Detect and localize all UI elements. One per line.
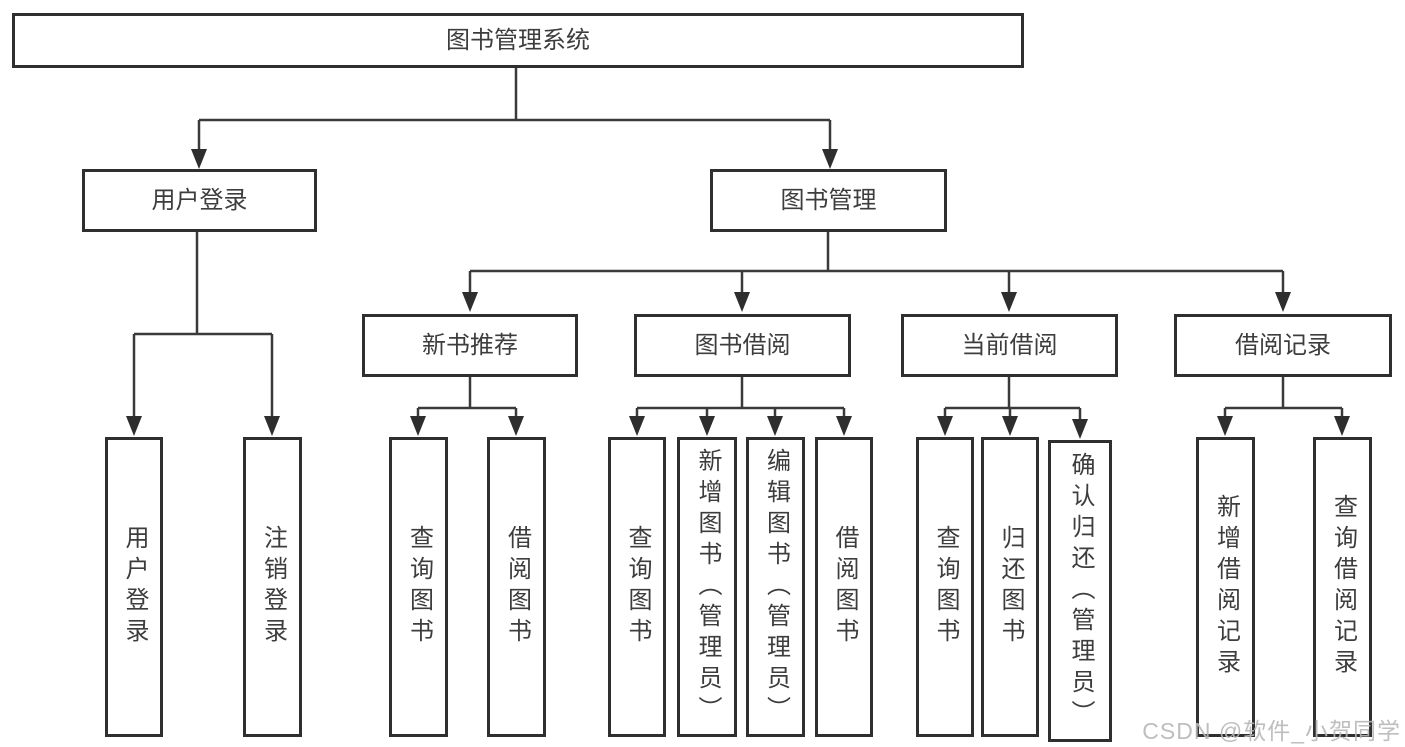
node-new-book-rec-label: 新书推荐 <box>422 331 518 359</box>
leaf-logout: 注销登录 <box>243 437 302 737</box>
leaf-user-login: 用户登录 <box>105 437 163 737</box>
leaf-rec-query-book: 查询图书 <box>389 437 448 737</box>
node-root-label: 图书管理系统 <box>446 26 590 54</box>
node-root: 图书管理系统 <box>12 13 1024 68</box>
node-user-login-label: 用户登录 <box>151 186 248 214</box>
leaf-bor-query-book: 查询图书 <box>608 437 666 737</box>
node-book-borrow: 图书借阅 <box>634 314 851 377</box>
leaf-cur-return-book-label: 归还图书 <box>997 525 1024 649</box>
leaf-cur-query-book: 查询图书 <box>916 437 974 737</box>
connector-new-book-rec <box>416 377 518 418</box>
connector-borrow-records <box>1223 377 1344 418</box>
node-user-login: 用户登录 <box>82 169 317 232</box>
leaf-query-borrow-record-label: 查询借阅记录 <box>1329 494 1357 680</box>
node-current-borrow-label: 当前借阅 <box>961 331 1058 359</box>
connector-current-borrow <box>943 377 1082 421</box>
leaf-cur-query-book-label: 查询图书 <box>932 525 959 649</box>
leaf-rec-borrow-book: 借阅图书 <box>487 437 546 737</box>
leaf-bor-edit-book: 编辑图书（管理员） <box>746 437 805 737</box>
leaf-logout-label: 注销登录 <box>259 525 287 649</box>
leaf-add-borrow-record: 新增借阅记录 <box>1196 437 1255 737</box>
connector-user-login <box>132 232 274 418</box>
leaf-rec-borrow-book-label: 借阅图书 <box>503 525 531 649</box>
leaf-rec-query-book-label: 查询图书 <box>405 525 433 649</box>
leaf-query-borrow-record: 查询借阅记录 <box>1313 437 1372 737</box>
node-current-borrow: 当前借阅 <box>901 314 1118 377</box>
leaf-bor-edit-book-label: 编辑图书（管理员） <box>762 447 790 727</box>
connector-root <box>197 68 832 151</box>
node-new-book-rec: 新书推荐 <box>362 314 578 377</box>
node-book-mgmt: 图书管理 <box>710 169 947 232</box>
node-book-borrow-label: 图书借阅 <box>694 331 791 359</box>
leaf-cur-return-book: 归还图书 <box>981 437 1039 737</box>
node-borrow-records: 借阅记录 <box>1174 314 1392 377</box>
watermark-text: CSDN @软件_小贺同学 <box>1142 718 1401 744</box>
arrow-heads <box>126 149 1350 439</box>
leaf-cur-confirm-return-label: 确认归还（管理员） <box>1067 451 1094 731</box>
leaf-bor-add-book-label: 新增图书（管理员） <box>694 447 721 727</box>
leaf-add-borrow-record-label: 新增借阅记录 <box>1212 494 1240 680</box>
node-borrow-records-label: 借阅记录 <box>1235 331 1331 359</box>
connector-book-borrow <box>635 377 846 418</box>
connector-book-mgmt <box>468 232 1285 294</box>
leaf-bor-borrow-book: 借阅图书 <box>815 437 873 737</box>
leaf-cur-confirm-return: 确认归还（管理员） <box>1048 440 1112 742</box>
leaf-bor-add-book: 新增图书（管理员） <box>677 437 737 737</box>
leaf-bor-borrow-book-label: 借阅图书 <box>831 525 858 649</box>
leaf-bor-query-book-label: 查询图书 <box>624 525 651 649</box>
node-book-mgmt-label: 图书管理 <box>780 186 877 214</box>
leaf-user-login-label: 用户登录 <box>121 525 148 649</box>
